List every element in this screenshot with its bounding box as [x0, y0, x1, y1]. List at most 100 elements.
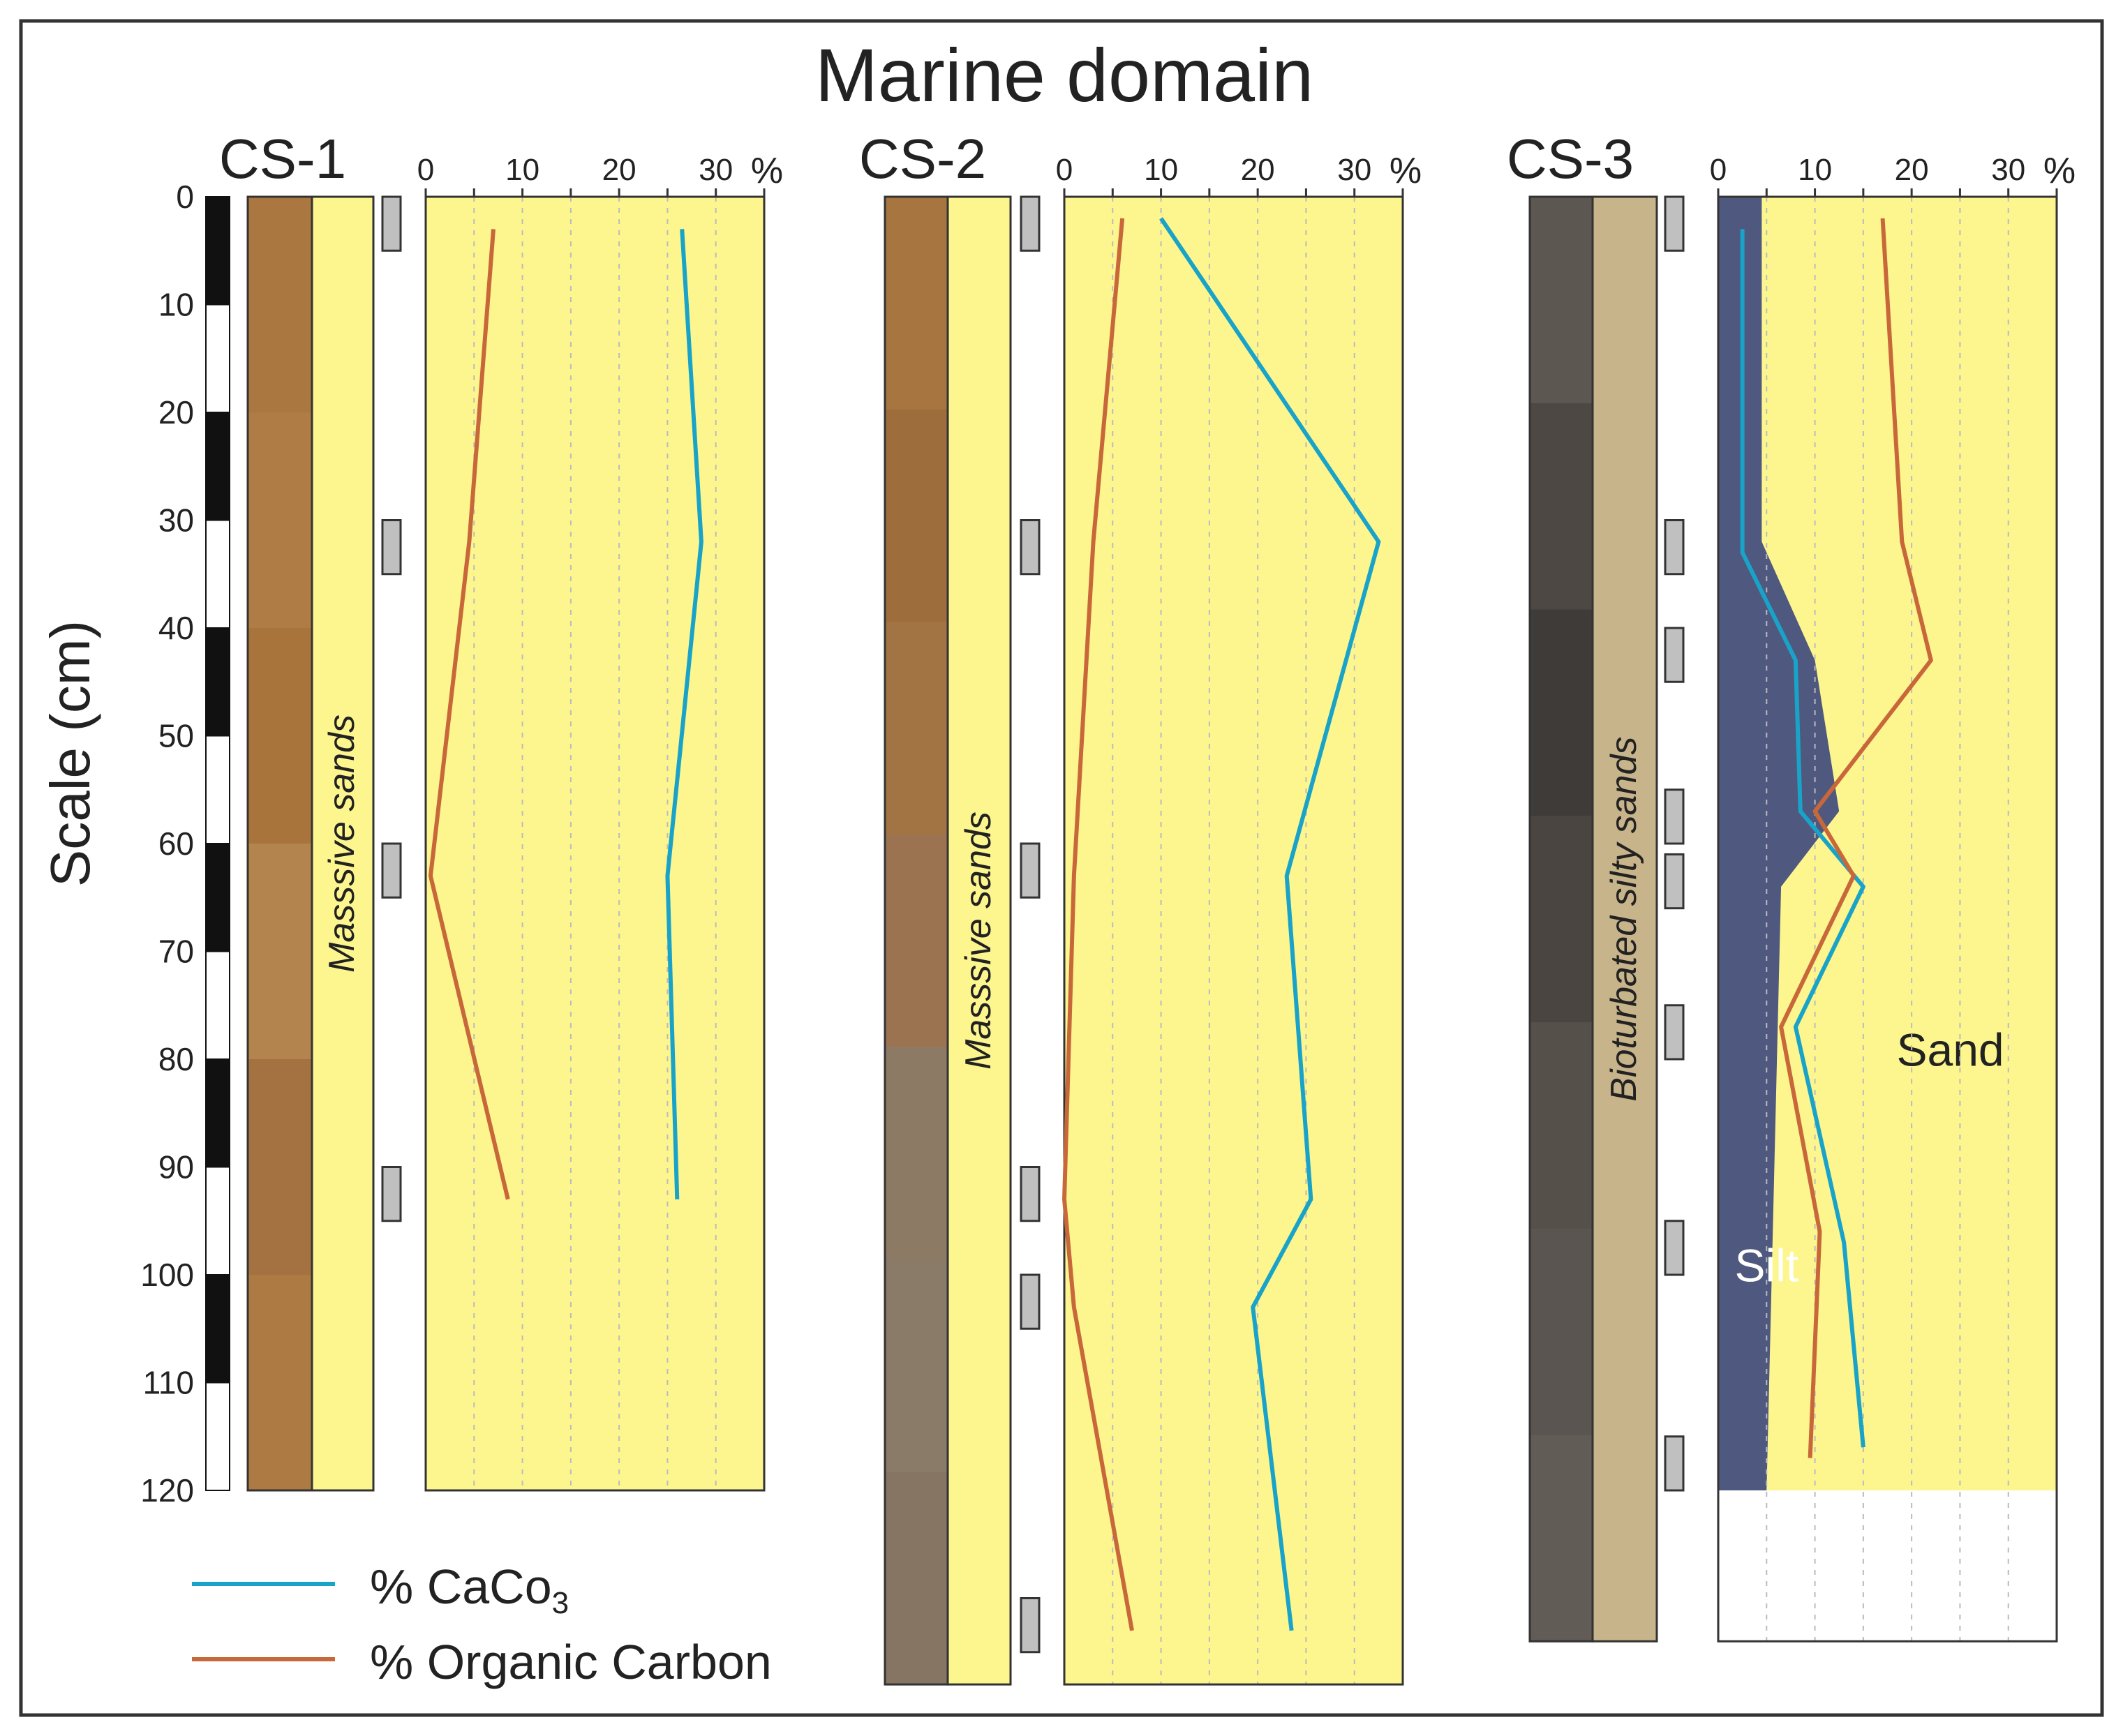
scale-tick-label: 120 [140, 1472, 194, 1509]
facies-label: Masssive sands [322, 714, 362, 973]
core-photo-segment [885, 1047, 948, 1260]
plot-no-data [1718, 1490, 2057, 1642]
facies-label: Bioturbated silty sands [1604, 737, 1644, 1102]
axis-tick-label: 10 [505, 153, 539, 187]
core-name: CS-3 [1507, 128, 1634, 190]
sample-marker [381, 1166, 402, 1222]
sample-marker [1664, 1435, 1685, 1492]
series-line-organic-carbon [428, 229, 510, 1200]
sample-marker [381, 842, 402, 899]
sample-marker [1020, 519, 1041, 576]
axis-tick-label: 0 [1056, 153, 1073, 187]
figure-title: Marine domain [815, 33, 1313, 117]
core-photo-segment [1530, 816, 1593, 1024]
series-line-caco3 [1740, 229, 1865, 1448]
sample-marker [1664, 519, 1685, 576]
core-photo-segment [1530, 1022, 1593, 1229]
scale-tick-label: 10 [158, 287, 194, 323]
scale-bar-segment [205, 950, 230, 1060]
axis-unit: % [1390, 151, 1422, 191]
scale-bar-segment [205, 735, 230, 844]
axis-tick-label: 0 [1710, 153, 1727, 187]
scale-tick-label: 90 [158, 1149, 194, 1185]
axis-unit: % [2043, 151, 2076, 191]
core-photo-segment [248, 412, 312, 629]
scale-tick-label: 20 [158, 394, 194, 431]
sample-marker [1664, 627, 1685, 683]
scale-tick-label: 30 [158, 502, 194, 539]
plot-fill [426, 197, 764, 1490]
series-line-organic-carbon [1062, 218, 1134, 1631]
axis-tick-label: 10 [1144, 153, 1178, 187]
series-line-caco3 [1159, 217, 1381, 1631]
sample-marker [1664, 1004, 1685, 1061]
plot-frame [1717, 195, 2058, 1643]
scale-bar-segment [205, 1274, 230, 1384]
core-photo-segment [885, 834, 948, 1048]
scale-tick-label: 50 [158, 718, 194, 754]
sample-marker [1664, 788, 1685, 845]
sample-marker [381, 519, 402, 576]
scale-bar-segment [205, 627, 230, 737]
scale-bar-segment [205, 1382, 230, 1491]
series-line-caco3 [665, 229, 703, 1199]
core-photo-segment [248, 1059, 312, 1275]
facies-column [1591, 195, 1658, 1643]
core-photo-segment [885, 1472, 948, 1686]
sample-marker [1664, 853, 1685, 910]
axis-unit: % [751, 151, 783, 191]
scale-tick-label: 0 [176, 179, 194, 215]
core-name: CS-1 [219, 128, 346, 190]
core-photo-segment [1530, 609, 1593, 817]
core-photo-segment [885, 1259, 948, 1473]
sample-marker [1020, 1597, 1041, 1654]
sample-marker [1020, 1273, 1041, 1330]
plot-fill [1064, 197, 1403, 1685]
core-photo-segment [248, 197, 312, 413]
axis-tick-label: 20 [602, 153, 636, 187]
axis-tick-label: 30 [699, 153, 733, 187]
legend-label-caco3: % CaCo3 [370, 1559, 569, 1620]
plot-frame [1063, 195, 1404, 1686]
scale-tick-label: 100 [140, 1257, 194, 1293]
silt-area [1718, 197, 1840, 1490]
scale-tick-label: 80 [158, 1041, 194, 1077]
core-photo-segment [885, 409, 948, 623]
axis-tick-label: 20 [1895, 153, 1929, 187]
scale-bar-segment [205, 1058, 230, 1168]
scale-bar-segment [205, 1166, 230, 1275]
core-photo-segment [248, 628, 312, 844]
sample-marker [1664, 1220, 1685, 1276]
legend-label-organic-carbon: % Organic Carbon [370, 1635, 772, 1689]
axis-tick-label: 10 [1798, 153, 1832, 187]
core-photo-segment [1530, 197, 1593, 404]
axis-tick-label: 0 [417, 153, 434, 187]
core-photo-segment [1530, 1435, 1593, 1643]
facies-column [946, 195, 1012, 1686]
core-photo-segment [1530, 1228, 1593, 1436]
axis-tick-label: 30 [1991, 153, 2025, 187]
axis-tick-label: 30 [1337, 153, 1371, 187]
scale-tick-label: 40 [158, 610, 194, 646]
scale-bar-segment [205, 843, 230, 952]
sample-marker [1664, 195, 1685, 252]
scale-bar-segment [205, 412, 230, 521]
scale-tick-label: 70 [158, 934, 194, 970]
core-photo-segment [1530, 403, 1593, 611]
core-photo-segment [885, 197, 948, 410]
sample-marker [1020, 195, 1041, 252]
core-photo-segment [885, 622, 948, 835]
scale-tick-label: 110 [143, 1365, 194, 1401]
facies-column [311, 195, 375, 1492]
scale-axis-label: Scale (cm) [39, 620, 101, 887]
facies-label: Masssive sands [958, 811, 999, 1070]
sample-marker [381, 195, 402, 252]
sample-marker [1020, 842, 1041, 899]
scale-bar-segment [205, 196, 230, 306]
core-name: CS-2 [859, 128, 986, 190]
